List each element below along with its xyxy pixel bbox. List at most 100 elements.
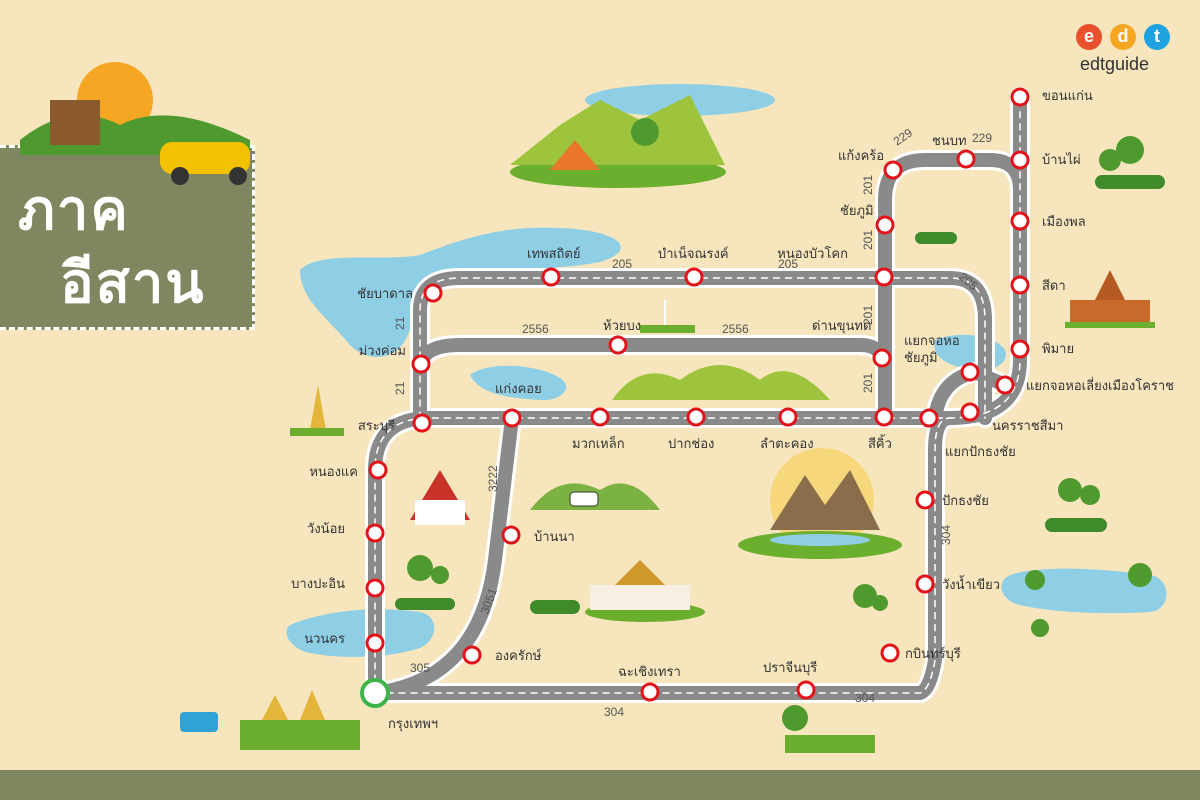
logo-brand-text: edtguide [1080, 54, 1150, 74]
stop-label-chaibadan: ชัยบาดาล [357, 286, 413, 301]
lake-north [300, 227, 621, 357]
stop-label-yaekjorhochaiyaphum: ชัยภูมิ [904, 350, 938, 366]
stop-label-huaiyong: ห้วยบง [603, 318, 641, 333]
stop-marker-wangnamkhiao[interactable] [915, 574, 935, 594]
stop-label-bangpain: บางปะอิน [291, 576, 345, 591]
route-number: 201 [861, 175, 875, 195]
stop-label-wangnoi: วังน้อย [307, 521, 345, 536]
stop-marker-thepsathit[interactable] [541, 267, 561, 287]
stop-marker-bangpain[interactable] [365, 578, 385, 598]
stop-marker-nongbuakhok[interactable] [874, 267, 894, 287]
route-number: 205 [778, 257, 798, 271]
stop-marker-nongkhae[interactable] [368, 460, 388, 480]
stop-label-lamtakhong: ลำตะคอง [760, 436, 814, 451]
road-305-3051-3222 [368, 411, 519, 700]
stop-marker-kaengkhro[interactable] [883, 160, 903, 180]
stop-marker-chaiyaphum[interactable] [875, 215, 895, 235]
stop-marker-yaekpakthongchai[interactable] [919, 408, 939, 428]
trees [395, 136, 1165, 753]
stop-marker-banphai[interactable] [1010, 150, 1030, 170]
stop-label-pakchong: ปากช่อง [668, 436, 714, 451]
stop-label-saraburi: สระบุรี [358, 418, 395, 434]
stop-label-prachinburi: ปราจีนบุรี [763, 660, 817, 676]
stop-label-chonnabot: ชนบท [932, 133, 967, 148]
stop-marker-nawanakhon[interactable] [365, 633, 385, 653]
stop-label-yaekjorhochaiyaphum: แยกจอหอ [904, 333, 960, 348]
logo-letter-d: d [1110, 24, 1136, 50]
route-number: 304 [939, 525, 953, 545]
stop-marker-bannna[interactable] [501, 525, 521, 545]
bangkok-landmarks-illustration [180, 690, 360, 750]
stop-marker-chaibadan[interactable] [423, 283, 443, 303]
stop-marker-muangkhom[interactable] [411, 354, 431, 374]
route-number: 2556 [522, 322, 549, 336]
stop-marker-lamtakhong[interactable] [778, 407, 798, 427]
road-201-229 [878, 153, 1027, 425]
stop-label-chachoengsao: ฉะเชิงเทรา [618, 664, 681, 679]
isan-culture-illustration [20, 62, 250, 185]
logo-letter-t: t [1144, 24, 1170, 50]
stop-marker-huaiyong[interactable] [608, 335, 628, 355]
edtguide-logo[interactable]: e d t edtguide [1076, 24, 1186, 80]
route-number: 201 [861, 230, 875, 250]
lake-left [286, 609, 435, 657]
stop-label-thepsathit: เทพสถิตย์ [527, 246, 580, 261]
stop-label-nongkhae: หนองแค [309, 464, 358, 479]
stop-marker-yaekjorhochaiyaphum[interactable] [960, 362, 980, 382]
stop-marker-pakchong[interactable] [686, 407, 706, 427]
stop-label-dankhunthot: ด่านขุนทด [812, 318, 871, 334]
stop-marker-bangkok[interactable] [360, 678, 390, 708]
stop-label-nakhonratchasima: นครราชสีมา [992, 418, 1063, 433]
route-number: 205 [612, 257, 632, 271]
stop-marker-khonkaen[interactable] [1010, 87, 1030, 107]
stop-label-banphai: บ้านไผ่ [1042, 152, 1081, 167]
stop-label-yaekjorhorliang: แยกจอหอเลี่ยงเมืองโคราช [1026, 377, 1174, 393]
stop-marker-ongkharak[interactable] [462, 645, 482, 665]
stop-marker-muangphon[interactable] [1010, 211, 1030, 231]
stop-label-nawanakhon: นวนคร [304, 631, 345, 646]
stop-marker-kabinburi[interactable] [880, 643, 900, 663]
stop-marker-nakhonratchasima[interactable] [960, 402, 980, 422]
route-number: 3222 [486, 465, 500, 492]
stop-marker-dankhunthot[interactable] [872, 348, 892, 368]
pagoda-illustration [290, 385, 344, 436]
stop-label-muangkhom: ม่วงค่อม [359, 343, 406, 358]
route-number: 21 [393, 316, 407, 330]
route-number: 201 [861, 373, 875, 393]
stop-marker-wangnoi[interactable] [365, 523, 385, 543]
stop-marker-kaengkhoi[interactable] [502, 408, 522, 428]
stop-label-ongkharak: องครักษ์ [495, 648, 542, 663]
mountain-range-illustration [612, 365, 830, 400]
stop-label-sikhio: สีคิ้ว [868, 434, 892, 451]
house-island-illustration [510, 95, 726, 188]
stop-marker-yaekjorhorliang[interactable] [995, 375, 1015, 395]
scenery [180, 95, 1165, 753]
cow-hill-illustration [530, 483, 660, 510]
stop-marker-saraburi[interactable] [412, 413, 432, 433]
stop-label-chaiyaphum: ชัยภูมิ [840, 203, 874, 219]
route-number: 304 [855, 691, 875, 705]
stop-marker-prachinburi[interactable] [796, 680, 816, 700]
stop-marker-bamnetnarong[interactable] [684, 267, 704, 287]
stop-marker-phimai[interactable] [1010, 339, 1030, 359]
stop-marker-muakklek[interactable] [590, 407, 610, 427]
stop-marker-sida[interactable] [1010, 275, 1030, 295]
stop-label-khonkaen: ขอนแก่น [1042, 88, 1093, 103]
stop-marker-sikhio[interactable] [874, 407, 894, 427]
stop-label-kaengkhoi: แก่งคอย [495, 381, 542, 396]
route-number: 229 [891, 125, 916, 148]
region-title-panel [0, 145, 255, 330]
logo-letter-e: e [1076, 24, 1102, 50]
stop-marker-chachoengsao[interactable] [640, 682, 660, 702]
stop-marker-chonnabot[interactable] [956, 149, 976, 169]
route-number: 305 [410, 661, 430, 675]
stop-marker-pakthongchai[interactable] [915, 490, 935, 510]
stop-label-kaengkhro: แก้งคร้อ [838, 148, 884, 163]
stop-label-muakklek: มวกเหล็ก [572, 434, 625, 451]
stop-label-nongbuakhok: หนองบัวโคก [777, 246, 848, 261]
mountain-lake-illustration [738, 448, 902, 559]
route-number-labels: 229 229 201 201 201 201 205 205 205 2556… [393, 125, 992, 719]
stop-label-muangphon: เมืองพล [1042, 214, 1086, 229]
